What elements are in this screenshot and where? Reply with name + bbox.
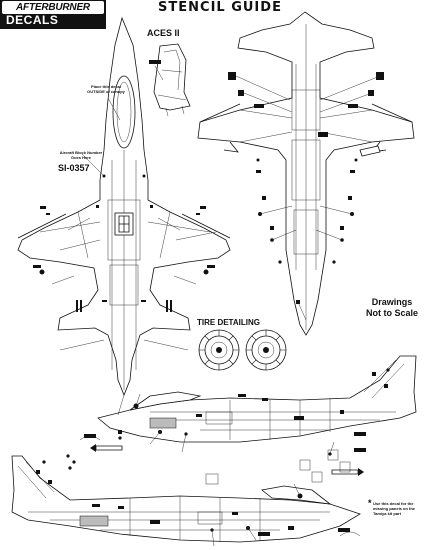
tire-detailing [198,329,287,371]
top-view-aircraft [17,16,231,416]
ejection-seat-label: ACES II [147,28,180,38]
aircraft-block-note: Aircraft Block Number Goes Here [59,150,103,160]
tamiya-marker: * [368,498,372,508]
serial-number: SI-0357 [58,163,90,173]
tamiya-note: Use this decal for the missing panels on… [373,501,416,516]
side-view-left [11,454,364,547]
aces-ii-ejection-seat [149,43,191,117]
scale-note-line1: Drawings [371,297,413,307]
bottom-view-aircraft [197,11,415,336]
afterburner-decals-logo: AFTERBURNER DECALS [0,0,106,29]
page-title: STENCIL GUIDE [158,0,282,15]
logo-brand-text: AFTERBURNER [2,1,104,14]
canopy-decal-note: Place this decal OUTSIDE of canopy [87,84,125,94]
scale-note-line2: Not to Scale [365,308,418,318]
tire-detailing-label: TIRE DETAILING [197,318,260,327]
logo-decals-text: DECALS [6,13,59,27]
side-view-right [79,355,417,473]
scale-note: Drawings Not to Scale [362,297,422,319]
